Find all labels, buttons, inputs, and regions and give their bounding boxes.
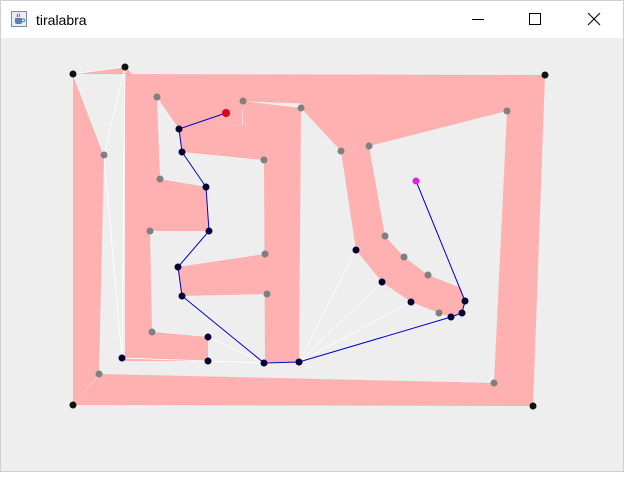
path-vertex-marker bbox=[204, 357, 212, 365]
title-bar[interactable]: tiralabra bbox=[1, 1, 623, 38]
vertex-marker bbox=[100, 151, 108, 159]
path-vertex-marker bbox=[175, 125, 183, 133]
goal-point bbox=[412, 177, 420, 185]
vertex-marker bbox=[381, 232, 389, 240]
path-vertex-marker bbox=[118, 354, 126, 362]
path-vertex-marker bbox=[178, 148, 186, 156]
path-vertex-marker bbox=[205, 227, 213, 235]
path-vertex-marker bbox=[352, 246, 360, 254]
vertex-marker bbox=[153, 93, 161, 101]
vertex-marker bbox=[503, 107, 511, 115]
corner-vertex-marker bbox=[69, 401, 77, 409]
vertex-marker bbox=[490, 379, 498, 387]
path-vertex-marker bbox=[447, 313, 455, 321]
obstacle-curve bbox=[341, 146, 465, 317]
drawing-canvas[interactable] bbox=[1, 38, 623, 472]
corner-vertex-marker bbox=[69, 70, 77, 78]
obstacle-comb-left bbox=[125, 67, 209, 361]
vertex-marker bbox=[239, 97, 247, 105]
path-vertex-marker bbox=[458, 309, 466, 317]
vertex-marker bbox=[337, 147, 345, 155]
close-button[interactable] bbox=[570, 1, 616, 38]
path-vertex-marker bbox=[461, 297, 469, 305]
vertex-marker bbox=[263, 290, 271, 298]
path-vertex-marker bbox=[204, 333, 212, 341]
vertex-marker bbox=[424, 271, 432, 279]
path-vertex-marker bbox=[202, 183, 210, 191]
obstacles bbox=[73, 67, 545, 406]
maximize-button[interactable] bbox=[510, 1, 556, 38]
start-point bbox=[222, 109, 230, 117]
vertex-marker bbox=[435, 309, 443, 317]
vertices bbox=[69, 63, 549, 410]
vertex-marker bbox=[400, 253, 408, 261]
path-vertex-marker bbox=[378, 278, 386, 286]
path-vertex-marker bbox=[174, 263, 182, 271]
vertex-marker bbox=[146, 227, 154, 235]
minimize-button[interactable] bbox=[455, 1, 501, 38]
vertex-marker bbox=[260, 156, 268, 164]
corner-vertex-marker bbox=[529, 402, 537, 410]
path-vertex-marker bbox=[407, 298, 415, 306]
minimize-icon bbox=[472, 19, 484, 20]
path-vertex-marker bbox=[295, 358, 303, 366]
vertex-marker bbox=[297, 104, 305, 112]
path-vertex-marker bbox=[178, 292, 186, 300]
obstacle-bar-mid bbox=[178, 254, 267, 296]
path-vertex-marker bbox=[260, 359, 268, 367]
vertex-marker bbox=[261, 250, 269, 258]
maximize-icon bbox=[529, 13, 541, 25]
vertex-marker bbox=[365, 142, 373, 150]
java-coffee-cup-icon bbox=[11, 11, 27, 27]
close-icon bbox=[587, 12, 601, 26]
corner-vertex-marker bbox=[121, 63, 129, 71]
pathfinding-scene bbox=[69, 63, 549, 410]
obstacle-left-bar bbox=[73, 74, 104, 405]
obstacle-diag bbox=[301, 91, 507, 151]
vertex-marker bbox=[95, 370, 103, 378]
window-title: tiralabra bbox=[36, 12, 87, 28]
vertex-marker bbox=[148, 328, 156, 336]
corner-vertex-marker bbox=[541, 71, 549, 79]
vertex-marker bbox=[156, 175, 164, 183]
